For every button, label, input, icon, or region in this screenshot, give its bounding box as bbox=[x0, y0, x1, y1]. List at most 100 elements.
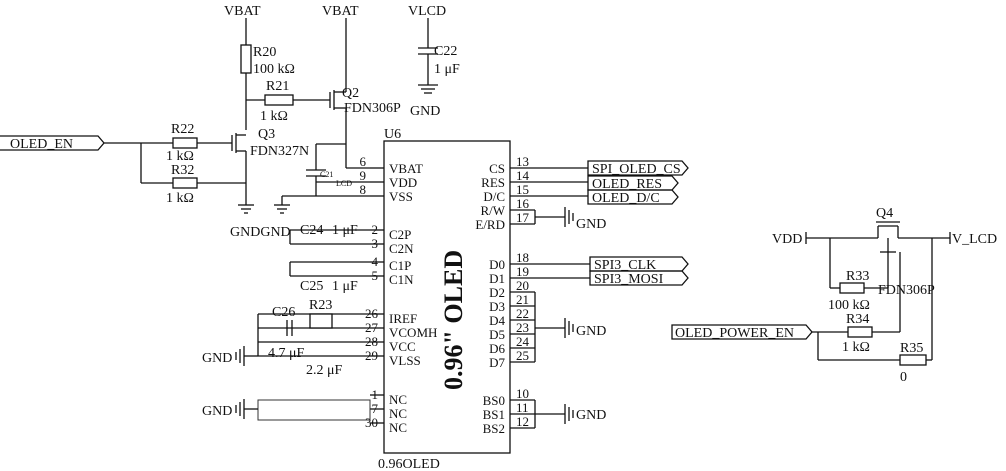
spi-oled-cs-label: SPI_OLED_CS bbox=[592, 162, 681, 177]
c21-ref: C21 bbox=[320, 170, 333, 179]
pin-num: 7 bbox=[372, 401, 379, 416]
pin-num: 15 bbox=[516, 182, 529, 197]
pin-name: D7 bbox=[489, 355, 505, 370]
pin-name: NC bbox=[389, 392, 407, 407]
vdd-label: VDD bbox=[772, 232, 802, 247]
pin-name: RES bbox=[481, 175, 505, 190]
pin-name: IREF bbox=[389, 311, 417, 326]
r32-value: 1 kΩ bbox=[166, 191, 194, 206]
c24-ref: C24 bbox=[300, 223, 323, 238]
vbat-label-1: VBAT bbox=[224, 4, 261, 19]
pin-name: VBAT bbox=[389, 161, 423, 176]
r23-ref: R23 bbox=[309, 298, 332, 313]
u6-name: 0.96OLED bbox=[378, 457, 440, 471]
pin-name: VCC bbox=[389, 339, 416, 354]
c25-value: 1 μF bbox=[332, 279, 358, 294]
c22-ref: C22 bbox=[434, 44, 457, 59]
oled-res-label: OLED_RES bbox=[592, 177, 662, 192]
gnd-label-data: GND bbox=[576, 324, 606, 339]
q3-part: FDN327N bbox=[250, 144, 309, 159]
spi3-clk-label: SPI3_CLK bbox=[594, 258, 656, 273]
pin-name: D6 bbox=[489, 341, 505, 356]
pin-num: 28 bbox=[365, 334, 378, 349]
r34-resistor bbox=[847, 326, 873, 338]
spi3-mosi-label: SPI3_MOSI bbox=[594, 272, 664, 287]
r22-ref: R22 bbox=[171, 122, 194, 137]
u6-body-text: 0.96" OLED bbox=[439, 250, 468, 390]
pin-name: BS0 bbox=[483, 393, 505, 408]
pin-name: CS bbox=[489, 161, 505, 176]
vbat-label-2: VBAT bbox=[322, 4, 359, 19]
pin-name: C2P bbox=[389, 227, 411, 242]
r21-ref: R21 bbox=[266, 79, 289, 94]
pin-num: 13 bbox=[516, 154, 529, 169]
r22-resistor bbox=[172, 137, 198, 149]
oled-dc-label: OLED_D/C bbox=[592, 191, 660, 206]
pin-num: 1 bbox=[372, 387, 379, 402]
c26-value: 4.7 μF bbox=[268, 346, 305, 361]
r20-value: 100 kΩ bbox=[253, 62, 295, 77]
c23-value: 2.2 μF bbox=[306, 363, 343, 378]
gnd-label-vlss: GND bbox=[202, 351, 232, 366]
vlcd-label: VLCD bbox=[408, 4, 446, 19]
pin-num: 20 bbox=[516, 278, 529, 293]
spi3-mosi-port bbox=[589, 270, 689, 286]
spi-oled-cs-port bbox=[587, 160, 689, 176]
r20-resistor bbox=[240, 44, 252, 74]
c25-ref: C25 bbox=[300, 279, 323, 294]
pin-name: VLSS bbox=[389, 353, 421, 368]
pin-num: 3 bbox=[372, 236, 379, 251]
vlcd-gnd-label: GND bbox=[410, 104, 440, 119]
gnd-label-nc: GND bbox=[202, 404, 232, 419]
pin-name: D/C bbox=[483, 189, 505, 204]
pin-num: 17 bbox=[516, 210, 530, 225]
pin-num: 21 bbox=[516, 292, 529, 307]
u6-ref: U6 bbox=[384, 127, 401, 142]
lcd-mark: LCD bbox=[336, 179, 352, 188]
pin-num: 19 bbox=[516, 264, 529, 279]
r33-ref: R33 bbox=[846, 269, 869, 284]
pin-name: D2 bbox=[489, 285, 505, 300]
pin-num: 8 bbox=[360, 182, 367, 197]
pin-num: 6 bbox=[360, 154, 367, 169]
pin-num: 14 bbox=[516, 168, 530, 183]
r22-value: 1 kΩ bbox=[166, 149, 194, 164]
gnd-label-bs: GND bbox=[576, 408, 606, 423]
r21-resistor bbox=[264, 94, 294, 106]
q4-part: FDN306P bbox=[878, 283, 935, 298]
pin-name: R/W bbox=[480, 203, 505, 218]
pin-num: 2 bbox=[372, 222, 379, 237]
r33-resistor bbox=[839, 282, 865, 294]
q2-part: FDN306P bbox=[344, 101, 401, 116]
c22-value: 1 μF bbox=[434, 62, 460, 77]
pin-num: 24 bbox=[516, 334, 530, 349]
gndgnd-label: GNDGND bbox=[230, 225, 291, 240]
pin-name: VDD bbox=[389, 175, 417, 190]
r20-ref: R20 bbox=[253, 45, 276, 60]
pin-num: 5 bbox=[372, 268, 379, 283]
oled-power-en-port bbox=[671, 324, 813, 340]
r23-resistor bbox=[309, 313, 333, 329]
pin-name: D0 bbox=[489, 257, 505, 272]
r34-value: 1 kΩ bbox=[842, 340, 870, 355]
pin-name: D4 bbox=[489, 313, 505, 328]
pin-num: 30 bbox=[365, 415, 378, 430]
pin-name: C1P bbox=[389, 258, 411, 273]
u6-right-pins bbox=[510, 167, 590, 429]
pin-name: E/RD bbox=[475, 217, 505, 232]
q2-ref: Q2 bbox=[342, 86, 359, 101]
pin-num: 27 bbox=[365, 320, 379, 335]
oled-en-label: OLED_EN bbox=[10, 137, 73, 152]
pin-num: 11 bbox=[516, 400, 529, 415]
pin-num: 26 bbox=[365, 306, 379, 321]
pin-name: VCOMH bbox=[389, 325, 437, 340]
pin-name: NC bbox=[389, 406, 407, 421]
nc-box bbox=[257, 399, 371, 421]
q3-ref: Q3 bbox=[258, 127, 275, 142]
pin-name: D5 bbox=[489, 327, 505, 342]
pin-num: 29 bbox=[365, 348, 378, 363]
pin-num: 22 bbox=[516, 306, 529, 321]
v-lcd-label: V_LCD bbox=[952, 232, 997, 247]
r32-resistor bbox=[172, 177, 198, 189]
